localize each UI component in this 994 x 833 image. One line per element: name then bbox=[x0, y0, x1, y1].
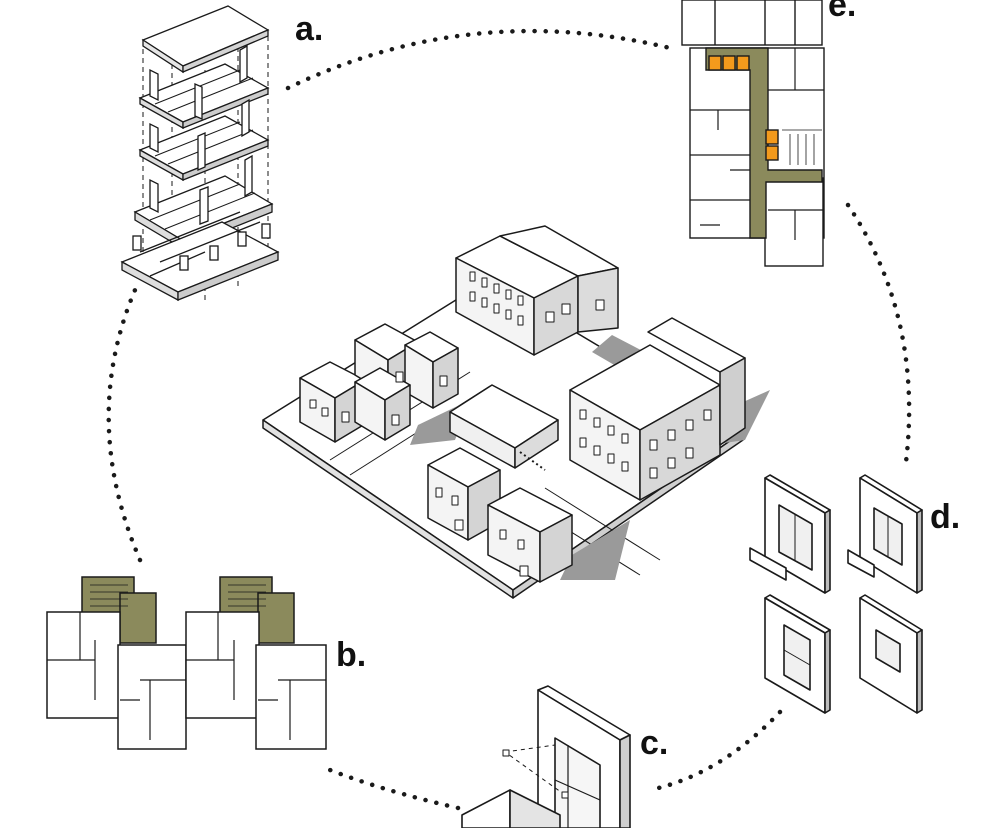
stair-core-orange bbox=[708, 55, 722, 71]
central-site-axonometric bbox=[262, 225, 770, 599]
window-module-1 bbox=[749, 474, 831, 594]
label-b: b. bbox=[336, 636, 367, 674]
label-a: a. bbox=[295, 10, 324, 48]
label-d: d. bbox=[930, 498, 961, 536]
building-south-pair bbox=[427, 447, 573, 583]
building-west-cluster bbox=[299, 323, 459, 443]
label-c: c. bbox=[640, 724, 669, 762]
corridor-floor-plan bbox=[681, 0, 825, 267]
window-modules bbox=[749, 474, 923, 714]
floor-plan-right bbox=[185, 576, 327, 750]
label-e: e. bbox=[828, 0, 857, 24]
wall-panels bbox=[149, 44, 253, 225]
foundation-grid bbox=[120, 211, 280, 302]
dotted-cycle-path bbox=[106, 28, 912, 811]
cycle-arc-e-to-d bbox=[845, 202, 912, 473]
window-module-4 bbox=[859, 594, 923, 714]
building-east bbox=[569, 317, 746, 501]
cycle-arc-d-to-c bbox=[647, 709, 783, 793]
paired-floor-plans bbox=[46, 576, 327, 750]
floor-plan-left bbox=[46, 576, 187, 750]
cycle-arc-c-to-b bbox=[322, 765, 461, 811]
exploded-structure-drawing bbox=[120, 5, 280, 302]
building-north bbox=[455, 225, 619, 356]
cycle-arc-b-to-a bbox=[106, 287, 143, 563]
cycle-arc-a-to-e bbox=[285, 28, 673, 91]
window-module-3 bbox=[764, 594, 831, 714]
window-balcony-detail bbox=[461, 685, 631, 829]
window-module-2 bbox=[847, 474, 923, 594]
